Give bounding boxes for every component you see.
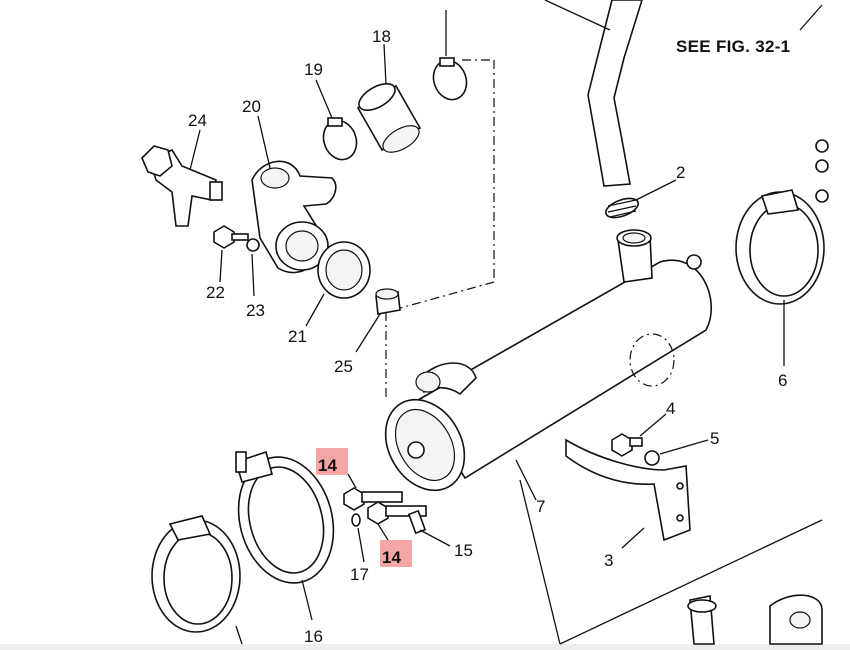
hose-top [544,0,823,187]
part-16-clamp: 16 [235,450,335,646]
dashed-leaders [385,59,495,400]
part-5-washer: 5 [644,429,719,466]
label-23[interactable]: 23 [246,301,265,320]
label-2[interactable]: 2 [676,163,685,182]
part-21-gasket: 21 [288,241,371,346]
part-3-bracket: 3 [565,438,691,570]
label-21[interactable]: 21 [288,327,307,346]
label-14-top[interactable]: 14 [318,456,337,475]
label-18[interactable]: 18 [372,27,391,46]
label-17[interactable]: 17 [350,565,369,584]
see-fig-reference[interactable]: SEE FIG. 32-1 [676,37,790,56]
part-18-sleeve: 18 [356,27,422,153]
part-15-nipple: 15 [407,509,473,560]
part-23-washer: 23 [246,238,265,320]
part-19-clamps: 19 [304,10,468,161]
label-16[interactable]: 16 [304,627,323,646]
label-25[interactable]: 25 [334,357,353,376]
part-7-muffler: 7 [384,229,712,516]
label-14-bottom[interactable]: 14 [382,548,401,567]
part-6-clamp: 6 [735,189,825,390]
bottom-strip [0,644,850,650]
label-4[interactable]: 4 [666,399,675,418]
label-3[interactable]: 3 [604,551,613,570]
part-24-tee: 24 [141,111,223,227]
highlight-14-bottom [380,540,412,567]
label-7[interactable]: 7 [536,497,545,516]
parts-right-edge [815,139,829,203]
part-17-oring: 17 [350,513,369,584]
part-22-bolt: 22 [206,225,249,302]
label-15[interactable]: 15 [454,541,473,560]
part-25-plug: 25 [334,288,401,376]
label-20[interactable]: 20 [242,97,261,116]
label-22[interactable]: 22 [206,283,225,302]
clamp-bottom-left [151,515,243,645]
part-4-bolt: 4 [611,399,675,457]
label-6[interactable]: 6 [778,371,787,390]
part-14-bolts: 14 14 [316,448,427,567]
highlight-14-top [316,448,348,475]
parts-bottom-right [519,479,823,645]
label-24[interactable]: 24 [188,111,207,130]
part-20-elbow: 20 [242,97,337,274]
label-5[interactable]: 5 [710,429,719,448]
part-2-clamp: 2 [604,163,685,219]
label-19[interactable]: 19 [304,60,323,79]
